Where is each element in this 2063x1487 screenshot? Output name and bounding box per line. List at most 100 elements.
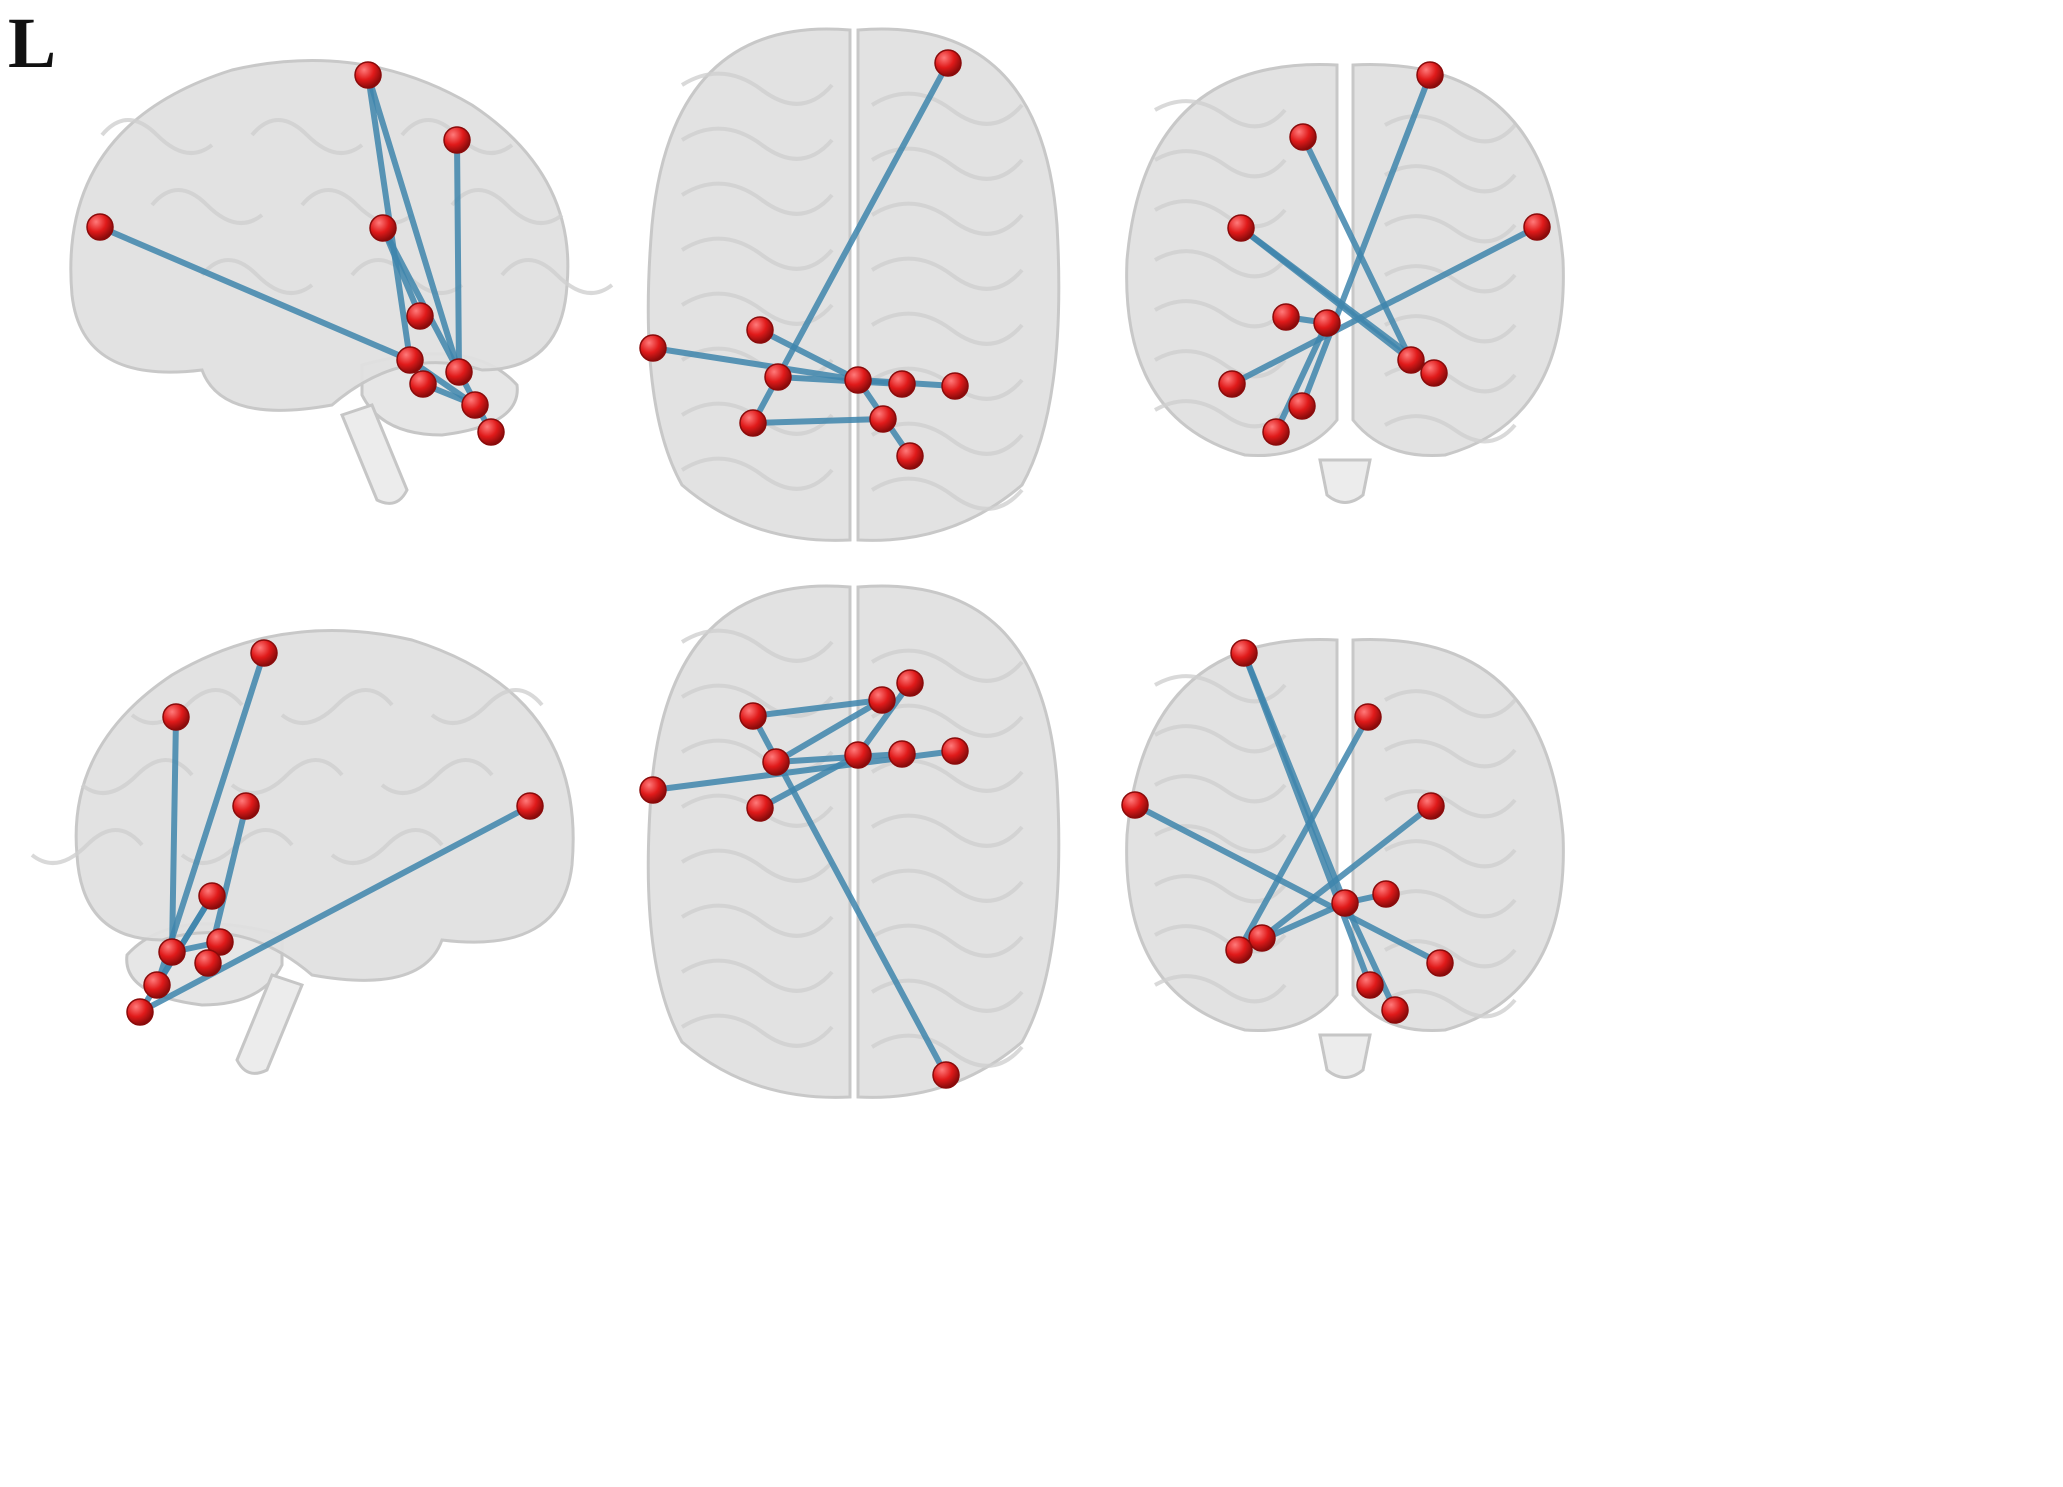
brain-node: [516, 792, 544, 820]
brain-node: [1313, 309, 1341, 337]
brain-view-bottom-middle-axial: [639, 584, 1061, 1099]
brain-node: [162, 703, 190, 731]
connection-edge: [1273, 320, 1330, 435]
brain-node: [1227, 214, 1255, 242]
brain-node: [1417, 792, 1445, 820]
brain-node: [1262, 418, 1290, 446]
brain-node: [1272, 303, 1300, 331]
brain-node: [409, 370, 437, 398]
connection-edge: [1342, 900, 1398, 1013]
brain-node: [198, 882, 226, 910]
brain-node: [443, 126, 471, 154]
connection-edge: [757, 752, 861, 811]
brain-node: [1289, 123, 1317, 151]
connection-edge: [750, 416, 886, 426]
brain-view-top-left-sagittal: [69, 59, 614, 505]
connection-edge: [1229, 224, 1540, 387]
connection-edge: [97, 224, 413, 363]
brain-node: [941, 737, 969, 765]
brain-node: [1121, 791, 1149, 819]
brain-node: [1381, 996, 1409, 1024]
brain-node: [739, 702, 767, 730]
brain-view-top-right-coronal: [1125, 61, 1565, 504]
brain-node: [396, 346, 424, 374]
brain-node: [445, 358, 473, 386]
brain-node: [1354, 703, 1382, 731]
brain-node: [1372, 880, 1400, 908]
brain-node: [250, 639, 278, 667]
nodes: [126, 639, 544, 1026]
brain-node: [1331, 889, 1359, 917]
brain-node: [461, 391, 489, 419]
brain-view-bottom-right-coronal: [1121, 638, 1565, 1079]
brain-node: [206, 928, 234, 956]
brain-node: [86, 213, 114, 241]
brain-outline: [646, 584, 1061, 1099]
brain-view-bottom-left-sagittal: [30, 629, 575, 1075]
brain-node: [868, 686, 896, 714]
brain-node: [1397, 346, 1425, 374]
connection-edge: [154, 893, 215, 988]
brain-node: [746, 316, 774, 344]
connection-edge: [365, 72, 462, 375]
brain-outline: [30, 629, 575, 1075]
connection-edge: [454, 137, 462, 375]
brain-node: [354, 61, 382, 89]
brain-node: [1230, 639, 1258, 667]
brain-node: [896, 442, 924, 470]
connection-edge: [1132, 802, 1443, 966]
brain-node: [1416, 61, 1444, 89]
brain-node: [764, 363, 792, 391]
connection-edge: [1236, 714, 1371, 953]
panel-label: L: [8, 3, 57, 83]
brain-node: [477, 418, 505, 446]
brain-node: [639, 334, 667, 362]
brain-node: [844, 741, 872, 769]
brain-outline: [69, 59, 614, 505]
brain-node: [1523, 213, 1551, 241]
connection-edge: [750, 713, 949, 1078]
connection-edge: [750, 697, 885, 719]
brain-outline: [646, 27, 1061, 542]
nodes: [1121, 639, 1454, 1024]
brain-node: [739, 409, 767, 437]
nodes: [639, 49, 969, 470]
connection-edge: [1300, 134, 1414, 363]
connection-edge: [1259, 803, 1434, 941]
brain-outline: [1125, 638, 1565, 1079]
brain-node: [406, 302, 434, 330]
brain-node: [158, 938, 186, 966]
connection-edge: [855, 680, 913, 758]
brain-node: [143, 971, 171, 999]
brain-node: [762, 748, 790, 776]
connection-edge: [380, 225, 423, 319]
connection-edge: [1241, 650, 1348, 906]
connection-edge: [1299, 72, 1433, 409]
brain-node: [941, 372, 969, 400]
brain-node: [1426, 949, 1454, 977]
brain-node: [869, 405, 897, 433]
brain-node: [1218, 370, 1246, 398]
brain-outline: [1125, 63, 1565, 504]
brain-node: [888, 370, 916, 398]
brain-node: [232, 792, 260, 820]
brain-node: [1356, 971, 1384, 999]
connection-edge: [650, 345, 861, 383]
nodes: [639, 669, 969, 1089]
brain-node: [1248, 924, 1276, 952]
brain-node: [126, 998, 154, 1026]
brain-node: [896, 669, 924, 697]
brain-view-top-middle-axial: [639, 27, 1061, 542]
brain-node: [369, 214, 397, 242]
connection-edge: [773, 697, 885, 765]
nodes: [1218, 61, 1551, 446]
connection-edge: [757, 327, 861, 383]
brain-node: [1225, 936, 1253, 964]
brain-node: [639, 776, 667, 804]
brain-node: [194, 949, 222, 977]
connection-edge: [1238, 225, 1414, 363]
connection-edge: [137, 803, 533, 1015]
brain-node: [844, 366, 872, 394]
edges: [1132, 650, 1443, 1013]
